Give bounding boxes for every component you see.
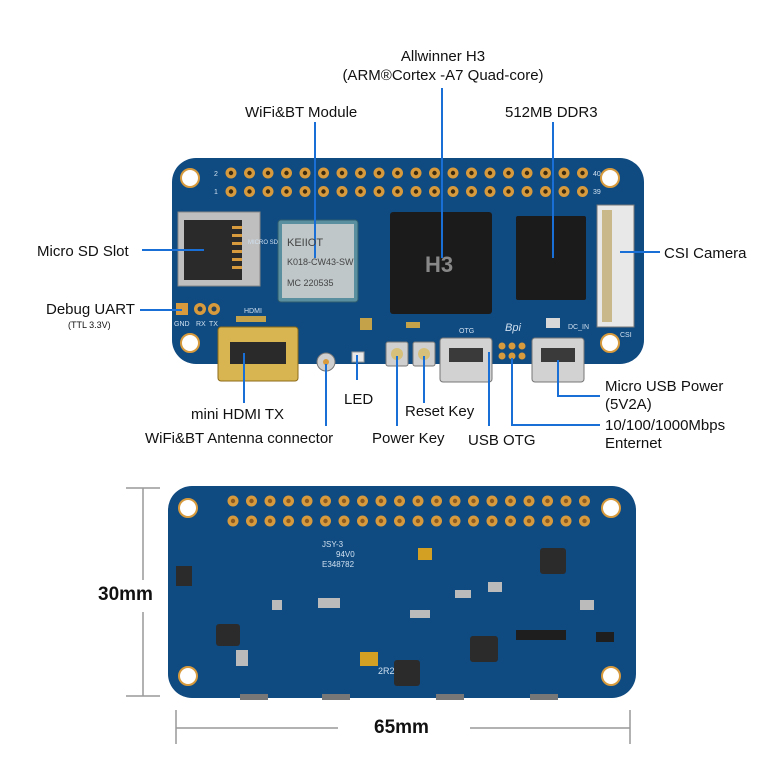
usb-power-opening: [541, 348, 575, 362]
hdmi-opening: [230, 342, 286, 364]
top-board: [172, 158, 644, 383]
wifi-chip-text-1: KEIIOT: [287, 237, 324, 249]
hdmi-silkscreen: HDMI: [244, 308, 262, 315]
debug-uart-voltage: (TTL 3.3V): [68, 320, 111, 330]
wifi-chip-text-2: K018-CW43-SW: [287, 257, 354, 267]
rx-silkscreen: RX: [196, 321, 206, 328]
bottom-e-text: E348782: [322, 560, 355, 569]
leader-lines: [140, 88, 660, 426]
usb-otg-label: USB OTG: [468, 432, 536, 449]
width-dimension: 65mm: [374, 717, 429, 738]
mount-hole: [601, 498, 621, 518]
height-dimension: 30mm: [98, 584, 153, 605]
debug-uart-label: Debug UART: [46, 301, 135, 318]
usb-power-label-line1: Micro USB Power: [605, 378, 724, 395]
csi-silkscreen: CSI: [620, 332, 632, 339]
dc-in-silkscreen: DC_IN: [568, 324, 590, 331]
ethernet-pads: [498, 342, 526, 360]
leader-usb-power: [557, 360, 600, 397]
bottom-board: [168, 486, 636, 700]
pin40-silkscreen: 40: [593, 171, 601, 178]
antenna-label: WiFi&BT Antenna connector: [145, 430, 334, 447]
mount-hole: [178, 498, 198, 518]
pin39-silkscreen: 39: [593, 189, 601, 196]
csi-contacts: [602, 210, 612, 322]
gpio-header: [224, 166, 594, 203]
ethernet-label-line2: Enternet: [605, 435, 662, 452]
usb-power-label-line2: (5V2A): [605, 396, 652, 413]
power-key-label: Power Key: [372, 430, 445, 447]
soc-chip-text: H3: [425, 252, 454, 277]
pin2-silkscreen: 2: [214, 171, 218, 178]
power-key-cap: [391, 348, 403, 360]
pin1-silkscreen: 1: [214, 189, 218, 196]
soc-label-line1: Allwinner H3: [400, 48, 486, 65]
mount-hole: [180, 333, 200, 353]
micro-sd-label: Micro SD Slot: [37, 243, 129, 260]
otg-silkscreen: OTG: [459, 328, 475, 335]
mount-hole: [601, 666, 621, 686]
mount-hole: [180, 168, 200, 188]
soc-chip: [390, 212, 492, 314]
gnd-silkscreen: GND: [174, 321, 190, 328]
mount-hole: [178, 666, 198, 686]
ddr-chip: [516, 216, 586, 300]
bottom-jsy-text: JSY-3: [322, 540, 344, 549]
wifi-chip-text-3: MC 220535: [287, 278, 334, 288]
wifi-module-label: WiFi&BT Module: [245, 104, 358, 121]
bottom-2r2-text: 2R2: [378, 666, 395, 676]
leader-ethernet: [511, 358, 600, 426]
bottom-94v0-text: 94V0: [336, 550, 355, 559]
led-label: LED: [344, 391, 374, 408]
debug-uart-pads: [176, 303, 220, 315]
antenna-center: [323, 359, 329, 365]
tx-silkscreen: TX: [209, 321, 218, 328]
mount-hole: [600, 333, 620, 353]
wifi-shield: [282, 224, 354, 298]
micro-sd-silkscreen: MICRO SD: [248, 240, 278, 246]
mini-hdmi-label: mini HDMI TX: [191, 406, 285, 423]
mount-hole: [600, 168, 620, 188]
soc-label-line2: (ARM®Cortex -A7 Quad-core): [342, 67, 544, 84]
bottom-gpio-pads: [226, 494, 596, 534]
usb-otg-opening: [449, 348, 483, 362]
smd-components: [236, 316, 560, 330]
bottom-components: [176, 548, 614, 700]
ddr-label: 512MB DDR3: [505, 104, 598, 121]
bpi-logo-text: Bpi: [505, 322, 521, 334]
bottom-pcb: [168, 486, 636, 698]
reset-key-label: Reset Key: [405, 403, 475, 420]
reset-key-cap: [418, 348, 430, 360]
sd-contacts: [232, 226, 242, 269]
ethernet-label-line1: 10/100/1000Mbps: [605, 417, 726, 434]
dimension-lines: [126, 487, 631, 744]
csi-camera-label: CSI Camera: [664, 245, 747, 262]
